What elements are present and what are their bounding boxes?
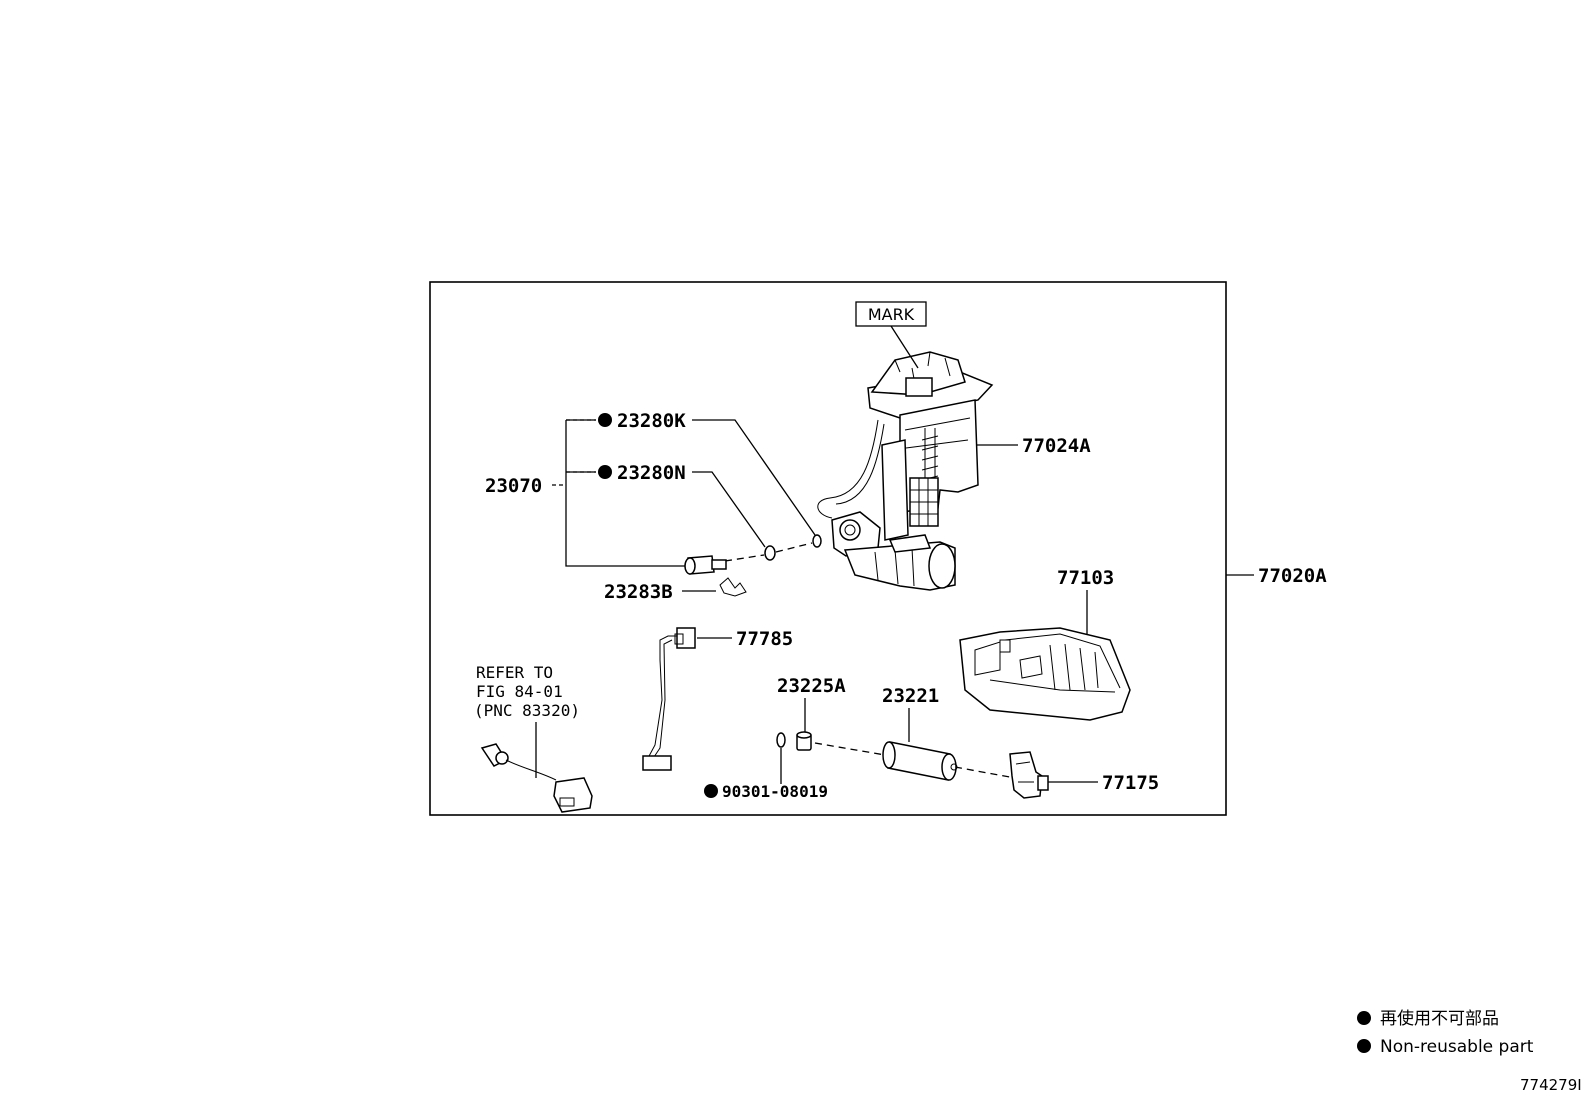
callout-23280k[interactable]: 23280K (617, 410, 686, 432)
fuel-pump-assembly[interactable] (817, 351, 994, 591)
refer-line-1: REFER TO (476, 663, 553, 682)
refer-line-3: (PNC 83320) (474, 701, 580, 720)
fuel-pump-23221[interactable] (882, 741, 958, 781)
legend-dot-en (1357, 1039, 1371, 1053)
callout-23283b[interactable]: 23283B (604, 581, 673, 603)
callout-77024a[interactable]: 77024A (1022, 435, 1091, 457)
callout-23070[interactable]: 23070 (485, 475, 542, 497)
fuel-fitting[interactable] (684, 555, 727, 575)
callout-77175[interactable]: 77175 (1102, 772, 1159, 794)
wire-harness-77785[interactable] (642, 627, 696, 771)
callout-23221[interactable]: 23221 (882, 685, 939, 707)
callout-90301[interactable]: 90301-08019 (722, 782, 828, 801)
legend-en: Non-reusable part (1380, 1037, 1534, 1057)
callout-77020a[interactable]: 77020A (1258, 565, 1327, 587)
callout-23225a[interactable]: 23225A (777, 675, 846, 697)
fuel-filter-23225a[interactable] (796, 731, 812, 751)
retainer-clip[interactable] (719, 577, 747, 597)
filter-bracket-77103[interactable] (959, 627, 1131, 721)
non-reusable-dot-23280k (598, 413, 612, 427)
non-reusable-dot-90301 (704, 784, 718, 798)
mark-label: MARK (868, 305, 915, 324)
o-ring-90301[interactable] (776, 732, 786, 748)
callout-77103[interactable]: 77103 (1057, 567, 1114, 589)
non-reusable-dot-23280n (598, 465, 612, 479)
o-ring-23280k[interactable] (812, 534, 822, 548)
refer-line-2: FIG 84-01 (476, 682, 563, 701)
diagram-frame (429, 281, 1227, 816)
fuel-sender-gauge[interactable] (480, 743, 593, 813)
legend-jp: 再使用不可部品 (1380, 1008, 1499, 1029)
callout-77785[interactable]: 77785 (736, 628, 793, 650)
pump-holder-77175[interactable] (1009, 751, 1049, 799)
callout-23280n[interactable]: 23280N (617, 462, 686, 484)
legend-dot-jp (1357, 1011, 1371, 1025)
figure-id: 774279I (1520, 1076, 1582, 1094)
o-ring-23280n[interactable] (764, 545, 776, 561)
